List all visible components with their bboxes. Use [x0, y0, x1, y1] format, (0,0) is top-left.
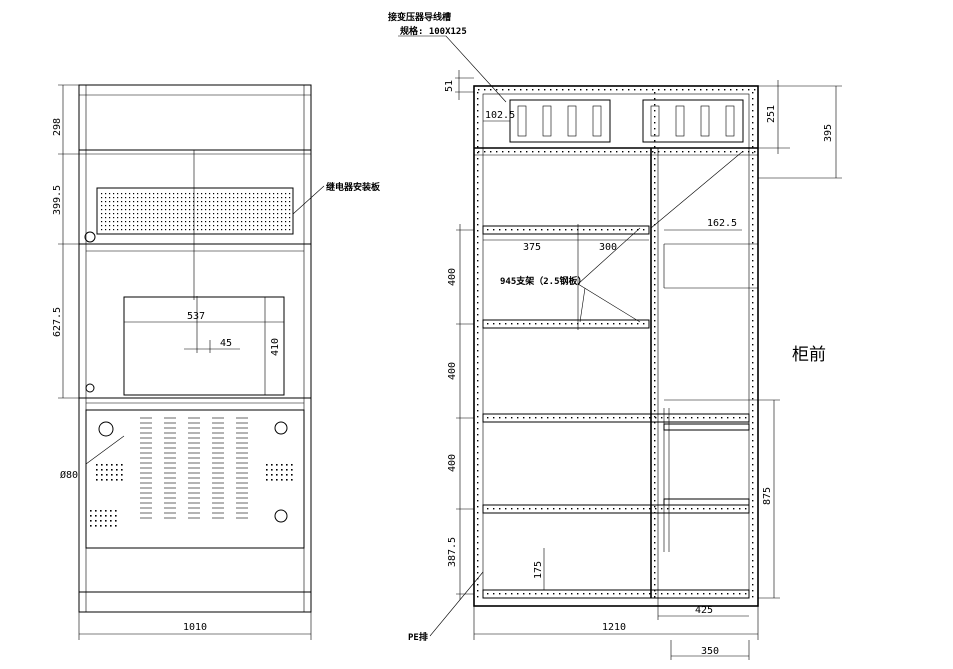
- front-cabinet-outline: [78, 84, 312, 613]
- dim-hole-80: Ø80: [60, 469, 78, 481]
- shelf-rail: [482, 504, 750, 514]
- dim-width-1210: 1210: [602, 622, 626, 633]
- dim-251: 251: [766, 105, 777, 123]
- ventilation-louvers: [140, 417, 248, 519]
- dim-298: 298: [52, 118, 63, 136]
- dim-350: 350: [701, 646, 719, 657]
- transformer-trough-left: [509, 99, 611, 143]
- relay-mounting-board: [96, 187, 294, 235]
- label-pe-bar: PE排: [408, 631, 428, 643]
- mount-hole: [85, 383, 95, 393]
- shelf-rail: [482, 319, 650, 329]
- dim-162-5: 162.5: [707, 218, 737, 229]
- lower-front-panel: [85, 409, 305, 549]
- cable-hole-large: [98, 421, 114, 437]
- cable-hole-large: [274, 421, 288, 435]
- shelf-rail: [482, 413, 750, 423]
- shelf-rail: [482, 589, 750, 599]
- relay-board-perforation: [101, 193, 291, 231]
- label-cabinet-front: 柜前: [792, 345, 826, 365]
- shelf-rail: [482, 225, 650, 235]
- dim-51: 51: [444, 80, 455, 92]
- dim-375: 375: [523, 242, 541, 253]
- vent-hole-groups: [90, 464, 293, 527]
- dim-627-5: 627.5: [52, 307, 63, 337]
- dim-537: 537: [187, 311, 205, 322]
- label-bracket: 945支架（2.5钢板）: [500, 275, 587, 287]
- label-relay-board: 继电器安装板: [326, 181, 381, 193]
- dim-395: 395: [823, 124, 834, 142]
- dim-45: 45: [220, 338, 232, 349]
- mount-hole: [84, 231, 96, 243]
- trough-slots: [517, 105, 735, 137]
- dim-387-5: 387.5: [447, 537, 458, 567]
- label-spec: 规格: 100X125: [400, 25, 467, 37]
- dim-399-5: 399.5: [52, 185, 63, 215]
- dim-400-b: 400: [447, 362, 458, 380]
- panel-cutout: [123, 296, 285, 396]
- dim-400-c: 400: [447, 454, 458, 472]
- dim-300: 300: [599, 242, 617, 253]
- dim-175: 175: [533, 561, 544, 579]
- rail-perforations: [477, 89, 756, 598]
- dim-width-1010: 1010: [183, 622, 207, 633]
- side-frame-outline: [473, 85, 759, 607]
- dim-102-5: 102.5: [485, 110, 515, 121]
- front-view: 298 399.5 627.5 1010 537 410 45 Ø80 继电器安…: [52, 84, 381, 640]
- side-view: 51 102.5 接变压器导线槽 规格: 100X125 251 395 875…: [388, 11, 842, 660]
- label-transformer-trough: 接变压器导线槽: [388, 11, 451, 23]
- dim-425: 425: [695, 605, 713, 616]
- dim-400-a: 400: [447, 268, 458, 286]
- dim-875: 875: [762, 487, 773, 505]
- dim-410: 410: [270, 338, 281, 356]
- transformer-trough-right: [642, 99, 744, 143]
- cable-hole-large: [274, 509, 288, 523]
